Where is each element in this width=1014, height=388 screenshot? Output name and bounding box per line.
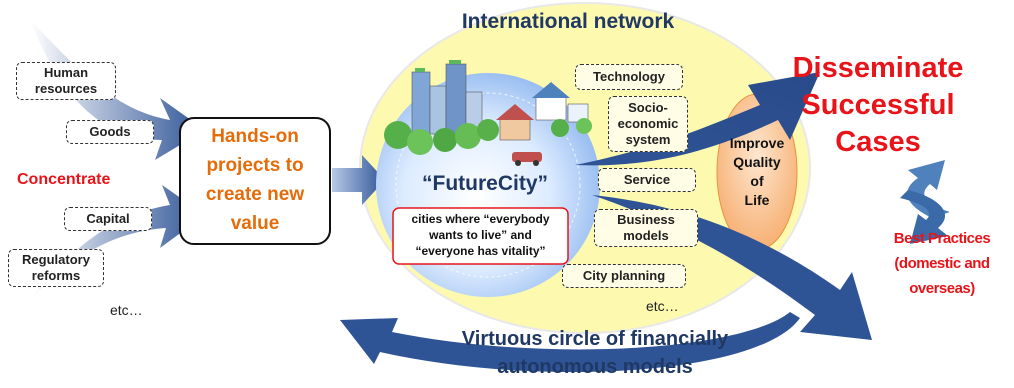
futurecity-title: “FutureCity” [422,172,548,195]
input-capital: Capital [64,207,152,231]
disseminate-successful-cases: Disseminate Successful Cases [792,52,964,158]
input-human-resources: Human resources [16,62,116,100]
input-arrow-bottom [30,185,205,300]
to-futurecity-arrow [332,155,385,205]
element-business-models: Business models [594,209,698,247]
best-practices-arrow [592,195,872,340]
input-goods: Goods [66,120,154,144]
virtuous-circle-caption: Virtuous circle of financially autonomou… [461,328,729,378]
input-regulatory-reforms: Regulatory reforms [8,249,104,287]
futurecity-description-box [392,207,569,265]
disseminate-arrow [575,72,820,166]
elements-etc-label: etc… [646,298,679,314]
improve-qol-text: Improve Quality of Life [729,135,785,208]
concentrate-label: Concentrate [17,171,111,188]
hands-on-projects-text: Hands-on projects to create new value [205,126,305,234]
element-technology: Technology [575,64,683,90]
element-service: Service [598,168,696,192]
futurecity-description: cities where “everybody wants to live” a… [411,212,550,258]
input-arrow-top [30,20,205,160]
element-city-planning: City planning [562,264,686,288]
loop-arrow-down [900,190,948,244]
element-socio-economic-system: Socio- economic system [608,96,688,152]
best-practices-text: Best Practices (domestic and overseas) [893,230,991,297]
city-illustration [384,60,592,166]
international-network-title: International network [461,10,675,33]
hands-on-box [179,117,331,245]
virtuous-circle-arrow [340,312,800,373]
inputs-etc-label: etc… [110,302,143,318]
